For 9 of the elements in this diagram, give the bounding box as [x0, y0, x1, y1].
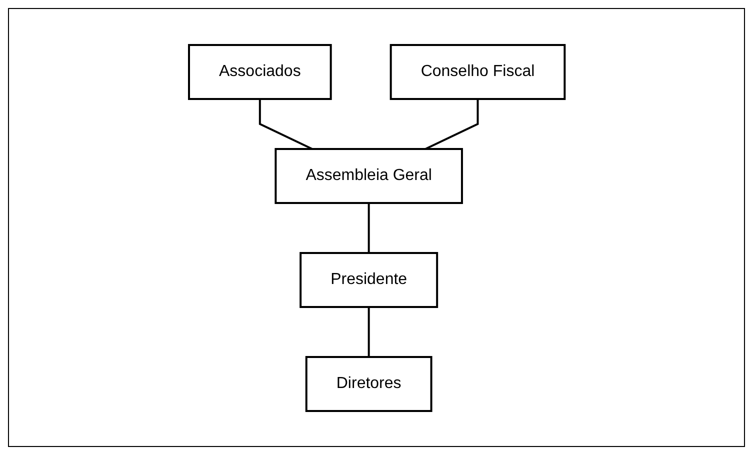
node-box: Presidente [299, 252, 438, 308]
node-box: Diretores [305, 356, 432, 412]
connector [368, 202, 370, 252]
connector [258, 98, 312, 150]
connector [424, 98, 478, 150]
connector [368, 306, 370, 356]
node-box: Associados [188, 44, 332, 100]
node-box: Conselho Fiscal [390, 44, 566, 100]
node-box: Assembleia Geral [274, 148, 463, 204]
